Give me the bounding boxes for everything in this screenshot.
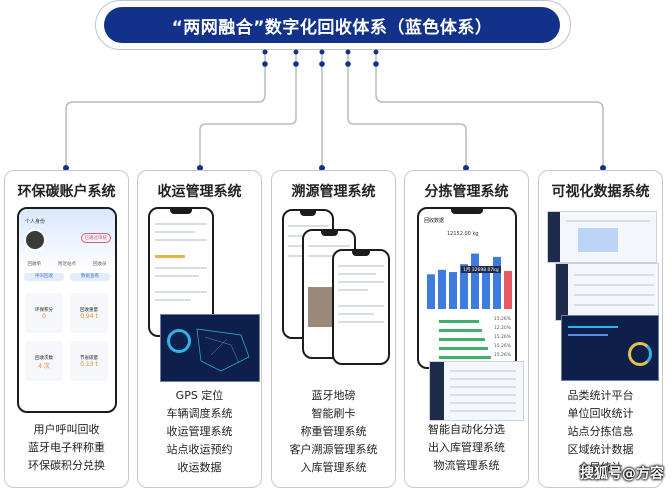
feature-item: 入库管理系统: [300, 461, 367, 474]
progress-value: 15.26%: [493, 344, 511, 349]
feature-item: 出入库管理系统: [428, 441, 505, 454]
avatar: [24, 229, 46, 251]
stat-card: 环保积分 0: [25, 293, 63, 333]
progress-value: 15.26%: [493, 317, 511, 322]
feature-item: 品类统计平台: [567, 389, 634, 402]
feature-item: 区域统计数据: [567, 443, 634, 456]
progress-row: 15.26%: [423, 317, 513, 326]
feature-item: GPS 定位: [175, 389, 224, 402]
feature-item: 客户溯源管理系统: [289, 443, 378, 456]
dashboard-screen: [160, 314, 260, 382]
pc-screen: [555, 263, 659, 321]
progress-value: 15.26%: [493, 353, 511, 358]
feature-list: 智能自动化分选 出入库管理系统 物流管理系统: [405, 421, 528, 475]
bar: [493, 256, 501, 309]
bar: [460, 264, 468, 309]
feature-item: 收运数据: [177, 461, 222, 474]
progress-row: 15.26%: [423, 335, 513, 344]
feature-item: 蓝牙电子秤称重: [28, 441, 105, 454]
card-visualization: 可视化数据系统 品类统计平台 单位回收统计 站点分拣信息 区域统计数据 全局统计: [538, 170, 663, 488]
pc-screen: [429, 361, 524, 421]
menu-item[interactable]: 附近站点: [58, 262, 76, 267]
progress-bar: [439, 347, 488, 350]
bar: [438, 269, 446, 309]
feature-list: GPS 定位 车辆调度系统 收运管理系统 站点收运预约 收运数据: [138, 387, 261, 477]
feature-item: 站点收运预约: [166, 443, 233, 456]
progress-row: 15.26%: [423, 344, 513, 353]
feature-item: 用户呼叫回收: [33, 423, 100, 436]
card-title: 可视化数据系统: [551, 184, 650, 200]
chart-tooltip: 1月 32698.07kg: [463, 267, 499, 273]
menu-item[interactable]: 回收员: [93, 262, 107, 267]
progress-bar: [439, 356, 491, 359]
card-title: 收运管理系统: [157, 184, 242, 200]
data-view-tab[interactable]: 数据查看: [70, 273, 110, 281]
bar-chart: 1月 32698.07kg: [427, 253, 512, 309]
stat-card: 节省碳量 0.13 t: [70, 341, 108, 381]
progress-bar: [439, 338, 485, 341]
feature-list: 品类统计平台 单位回收统计 站点分拣信息 区域统计数据 全局统计: [539, 387, 662, 477]
call-recycle-tab[interactable]: 呼叫回收: [24, 273, 64, 281]
stat-card: 回收重量 0.94 t: [70, 293, 108, 333]
pc-screen: [547, 211, 657, 263]
feature-item: 蓝牙地磅: [311, 389, 356, 402]
sorting-header: 回收数据: [424, 218, 445, 224]
menu-item[interactable]: 回收单: [27, 262, 42, 267]
progress-row: 15.26%: [423, 353, 513, 362]
card-carbon-account: 环保碳账户系统 个人身份 已通过审核 回收单 附近站点 回收员 呼叫回收 数据查…: [4, 170, 129, 488]
stat-card: 回收次数 4 次: [25, 341, 63, 381]
feature-list: 用户呼叫回收 蓝牙电子秤称重 环保碳积分兑换: [5, 421, 128, 475]
phone-mockup: 回收数据 12152.00 kg 1月 32698.07kg 15.26% 12.…: [417, 207, 517, 369]
bar: [427, 274, 435, 309]
progress-bar: [439, 329, 482, 332]
progress-bar: [439, 320, 479, 323]
page-title: “两网融合”数字化回收体系（蓝色体系）: [104, 7, 560, 43]
card-sorting: 分拣管理系统 回收数据 12152.00 kg 1月 32698.07kg 15…: [404, 170, 529, 488]
phone-mockup: 个人身份 已通过审核 回收单 附近站点 回收员 呼叫回收 数据查看 环保积分 0…: [17, 207, 117, 413]
feature-item: 收运管理系统: [166, 425, 233, 438]
card-collection-transport: 收运管理系统 GPS 定位 车辆调度系统 收运管理系统 站点收运预约 收运数据: [137, 170, 262, 488]
feature-item: 环保碳积分兑换: [28, 459, 105, 472]
app-header: 个人身份: [25, 219, 46, 225]
feature-item: 全局统计: [578, 461, 623, 474]
tooltip-bg: [461, 266, 501, 273]
feature-item: 称重管理系统: [300, 425, 367, 438]
card-title: 溯源管理系统: [291, 184, 376, 200]
bar: [471, 253, 479, 309]
sorting-total: 12152.00 kg: [447, 231, 479, 237]
progress-value: 12.20%: [493, 326, 511, 331]
bar: [482, 267, 490, 309]
feature-item: 智能自动化分选: [428, 423, 505, 436]
watermark: 搜狐号@方容: [580, 466, 664, 482]
progress-row: 12.20%: [423, 326, 513, 335]
feature-item: 智能刷卡: [311, 407, 356, 420]
dashboard-screen: [561, 315, 659, 381]
phone-mockup: [332, 249, 390, 365]
bar: [449, 272, 457, 309]
card-title: 分拣管理系统: [424, 184, 509, 200]
feature-item: 站点分拣信息: [567, 425, 634, 438]
card-traceability: 溯源管理系统 蓝牙地磅 智能刷卡 称重管理系统 客户溯源管理系统 入库管理系统: [271, 170, 396, 488]
progress-value: 15.26%: [493, 335, 511, 340]
feature-item: 单位回收统计: [567, 407, 634, 420]
title-frame: “两网融合”数字化回收体系（蓝色体系）: [95, 0, 571, 50]
card-title: 环保碳账户系统: [17, 184, 116, 200]
status-badge[interactable]: 已通过审核: [80, 233, 111, 243]
feature-item: 物流管理系统: [433, 459, 500, 472]
feature-item: 车辆调度系统: [166, 407, 233, 420]
bar: [504, 270, 512, 309]
feature-list: 蓝牙地磅 智能刷卡 称重管理系统 客户溯源管理系统 入库管理系统: [272, 387, 395, 477]
